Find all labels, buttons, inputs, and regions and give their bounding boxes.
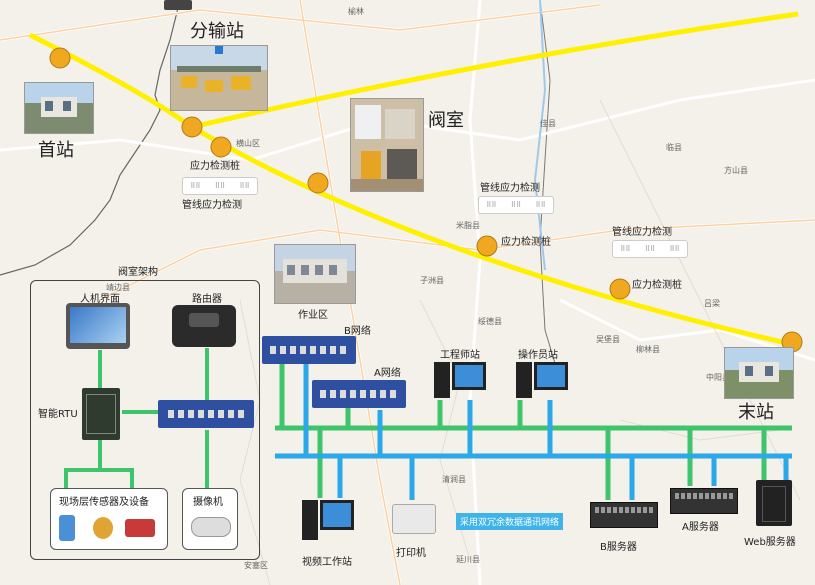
place-wubao: 吴堡县 (596, 335, 620, 344)
pipeline-main (28, 32, 796, 348)
field-devices-box: 现场层传感器及设备 (50, 488, 168, 550)
rtu-label: 智能RTU (38, 409, 78, 420)
place-lvliang: 吕梁 (704, 299, 720, 308)
field-devices-label: 现场层传感器及设备 (59, 497, 149, 508)
rtu-device (82, 388, 120, 440)
valve-arch-box (30, 280, 260, 560)
work-area-photo (274, 244, 356, 304)
hmi-device (66, 303, 130, 349)
branch-station-photo (170, 45, 268, 111)
engineer-monitor-icon (452, 362, 486, 390)
valve-room-label: 阀室 (428, 110, 464, 131)
router-device (172, 305, 236, 347)
node-pile-2 (476, 235, 498, 257)
video-tower-icon (302, 500, 318, 540)
video-station-label: 视频工作站 (302, 557, 352, 568)
place-liulin: 柳林县 (636, 345, 660, 354)
place-zizhou: 子洲县 (420, 276, 444, 285)
work-area-label: 作业区 (298, 310, 328, 321)
web-server-label: Web服务器 (744, 537, 796, 548)
red-sensor-icon (125, 519, 155, 537)
valve-room-photo (350, 98, 424, 192)
place-lin: 临县 (666, 143, 682, 152)
place-hengshan: 横山区 (236, 139, 260, 148)
stress-pile-1-label: 应力检测桩 (190, 161, 240, 172)
web-server-icon (756, 480, 792, 526)
redundant-network-banner: 采用双冗余数据通讯网络 (456, 513, 564, 530)
a-server-icon (670, 488, 738, 514)
end-station-photo (724, 347, 794, 399)
node-branch (181, 116, 203, 138)
b-network-switch (262, 336, 356, 364)
place-jiaxian: 佳县 (540, 119, 556, 128)
stress-pile-1-card: ⠿⠿⠿⠿⠿⠿ (182, 177, 258, 195)
camera-icon (191, 517, 231, 537)
end-station-label: 末站 (738, 402, 774, 423)
video-monitor-icon (320, 500, 354, 530)
place-suide: 绥德县 (478, 317, 502, 326)
stress-pile-2-label: 应力检测桩 (501, 237, 551, 248)
a-network-switch (312, 380, 406, 408)
stress-pile-1-sub: 管线应力检测 (182, 200, 242, 211)
node-pile-3 (609, 278, 631, 300)
valve-actuator-icon (93, 517, 113, 539)
pressure-sensor-icon (59, 515, 75, 541)
b-network-label: B网络 (344, 326, 371, 337)
operator-tower-icon (516, 362, 532, 398)
place-mizhi: 米脂县 (456, 221, 480, 230)
a-network-label: A网络 (374, 368, 401, 379)
valve-switch (158, 400, 254, 428)
head-station-label: 首站 (38, 140, 74, 161)
valve-arch-title: 阀室架构 (118, 267, 158, 278)
stress-pile-2-card: ⠿⠿⠿⠿⠿⠿ (478, 196, 554, 214)
top-marker (164, 0, 192, 10)
node-valve (307, 172, 329, 194)
hmi-label: 人机界面 (80, 294, 120, 305)
place-fangshan: 方山县 (724, 166, 748, 175)
pipeline-branch (191, 11, 799, 130)
stress-pile-3-card: ⠿⠿⠿⠿⠿⠿ (612, 240, 688, 258)
place-yulin: 榆林 (348, 7, 364, 16)
place-jingbian: 靖边县 (106, 283, 130, 292)
b-server-label: B服务器 (600, 542, 637, 553)
head-station-photo (24, 82, 94, 134)
place-ansai: 安塞区 (244, 561, 268, 570)
operator-monitor-icon (534, 362, 568, 390)
place-zhongyang: 中阳县 (706, 373, 730, 382)
place-yanchuan: 延川县 (456, 555, 480, 564)
stress-pile-3-label: 应力检测桩 (632, 280, 682, 291)
b-server-icon (590, 502, 658, 528)
stress-pile-3-top: 管线应力检测 (612, 227, 672, 238)
branch-station-label: 分输站 (190, 21, 244, 42)
a-server-label: A服务器 (682, 522, 719, 533)
operator-station-label: 操作员站 (518, 350, 558, 361)
camera-box: 摄像机 (182, 488, 238, 550)
printer-label: 打印机 (396, 548, 426, 559)
place-qingjian: 清涧县 (442, 475, 466, 484)
node-pile-1 (210, 136, 232, 158)
engineer-station-label: 工程师站 (440, 350, 480, 361)
stress-pile-2-top: 管线应力检测 (480, 183, 540, 194)
node-head (49, 47, 71, 69)
printer-icon (392, 504, 436, 534)
engineer-tower-icon (434, 362, 450, 398)
router-label: 路由器 (192, 294, 222, 305)
camera-label: 摄像机 (193, 497, 223, 508)
